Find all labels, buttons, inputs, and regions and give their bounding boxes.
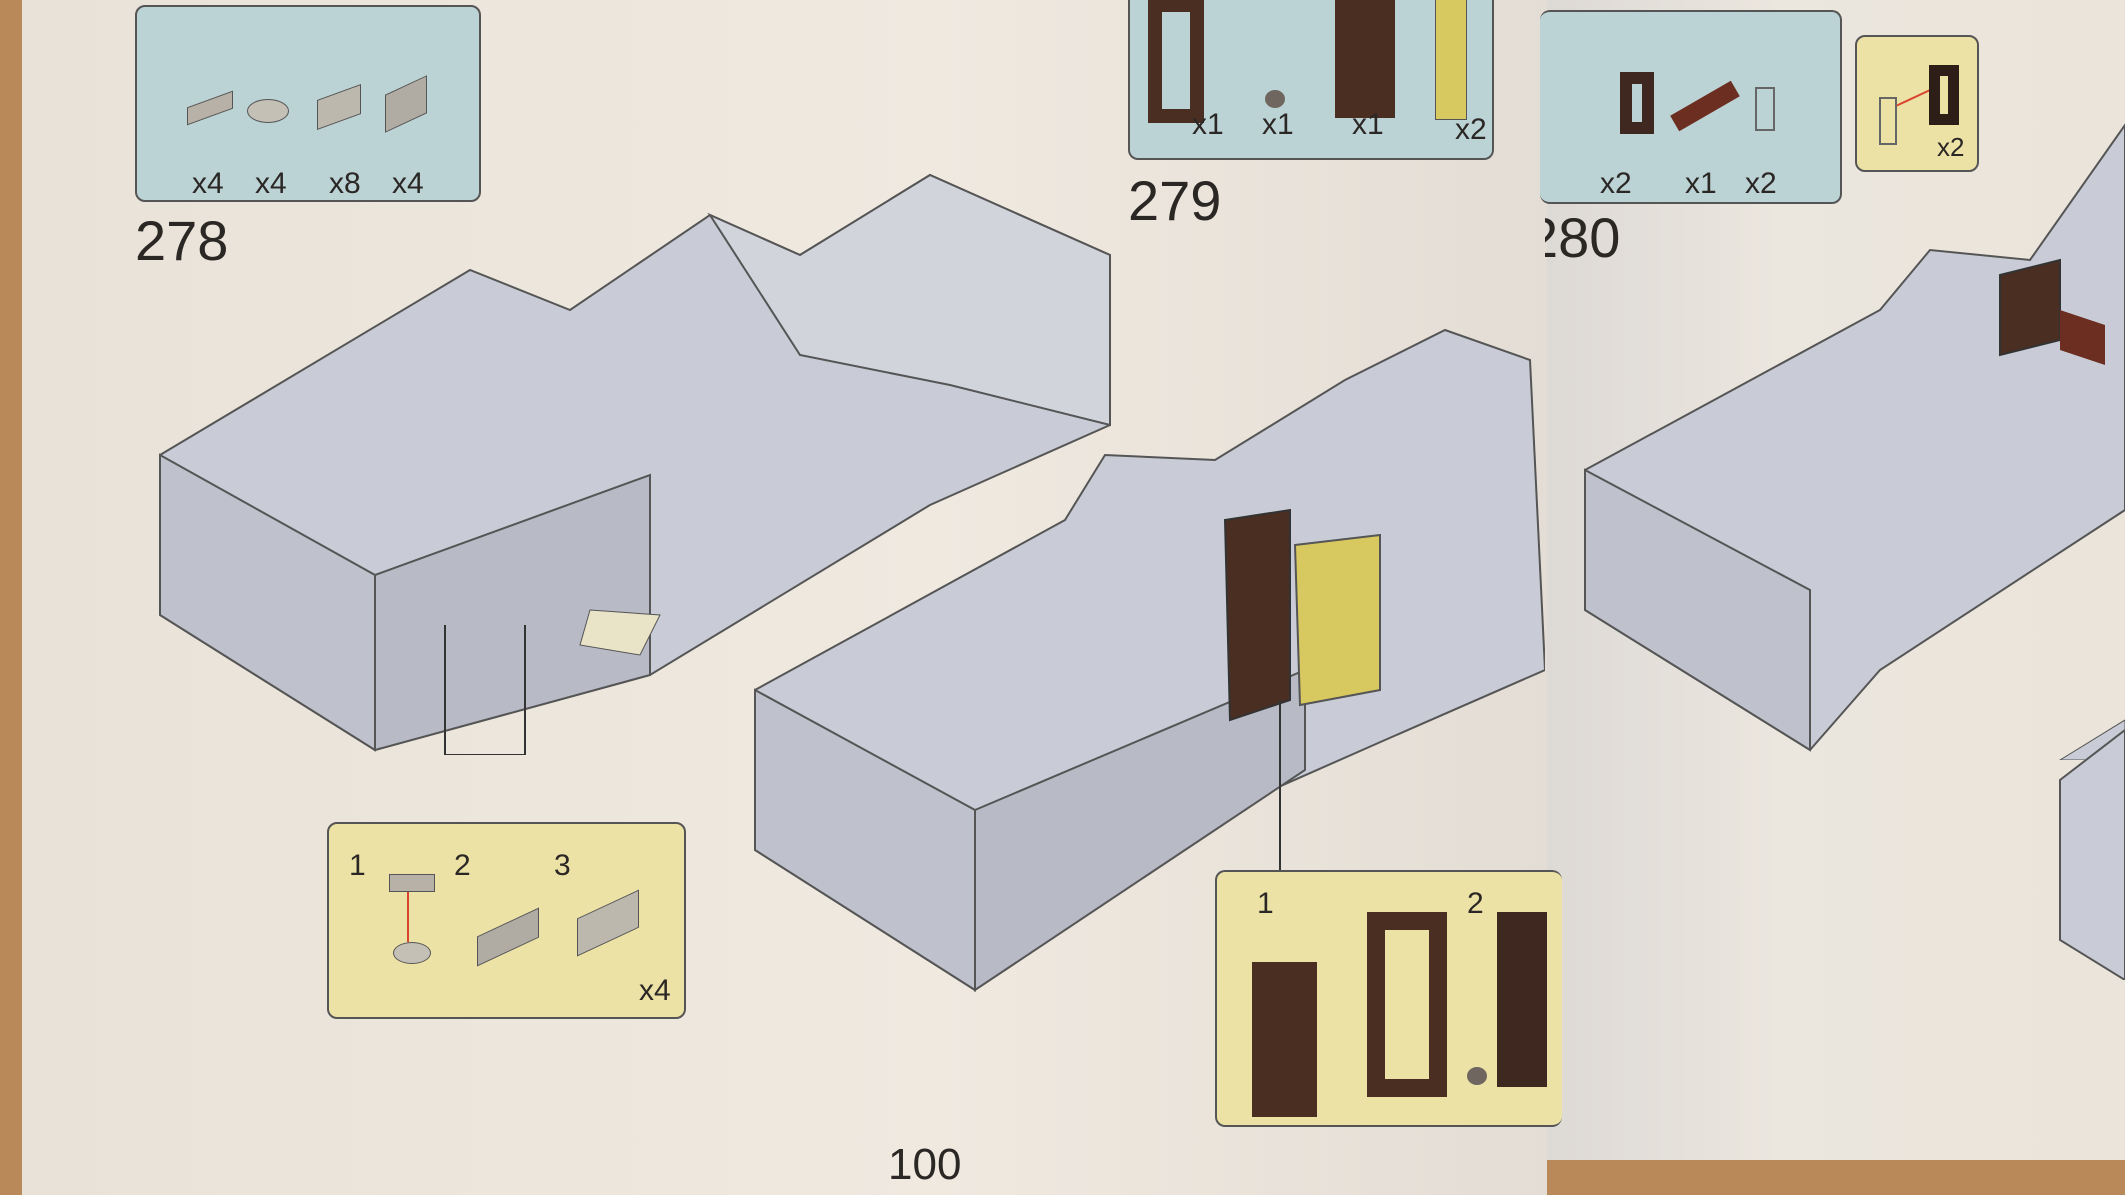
subassembly-multiplier: x2 [1937, 132, 1965, 162]
brick-1x1x3-part-icon [1435, 0, 1467, 120]
step-279-model [754, 328, 1545, 992]
part-qty: x1 [1685, 167, 1717, 200]
step-278-model [159, 173, 1111, 755]
step-279-parts-box: x1 x1 x1 x2 [1128, 0, 1494, 160]
door-frame-part-icon [1148, 0, 1204, 123]
substep-number: 3 [554, 849, 571, 882]
substep-number: 1 [349, 849, 366, 882]
bracket-part-icon [477, 907, 539, 967]
part-qty: x2 [1455, 113, 1487, 146]
step-number-280: 280 [1545, 206, 1621, 269]
step-280-parts-box: x2 x1 x2 [1540, 10, 1842, 204]
step-279-subassembly-box: 1 2 [1215, 870, 1562, 1127]
glass-part-icon [1879, 97, 1897, 145]
door-frame-part-icon [1367, 912, 1447, 1097]
step-number-279: 279 [1128, 169, 1222, 232]
part-qty: x1 [1262, 108, 1294, 141]
round-tile-part-icon [1265, 90, 1285, 108]
substep-number: 2 [1467, 887, 1484, 920]
arrow-icon [1896, 89, 1930, 107]
assembled-bracket-icon [577, 889, 639, 957]
substep-number: 1 [1257, 887, 1274, 920]
part-qty: x4 [255, 167, 287, 200]
part-qty: x4 [192, 167, 224, 200]
tile-part-icon [389, 874, 435, 892]
arrow-icon [407, 892, 409, 942]
part-qty: x1 [1352, 108, 1384, 141]
step-number-278: 278 [135, 209, 229, 272]
part-qty: x2 [1600, 167, 1632, 200]
round-tile-part-icon [1467, 1067, 1487, 1085]
round-plate-part-icon [393, 942, 431, 964]
step-281-model-partial [2059, 728, 2125, 980]
step-280-model [1584, 123, 2125, 760]
window-frame-part-icon [1620, 72, 1654, 134]
door-part-icon [1252, 962, 1317, 1117]
part-qty: x8 [329, 167, 361, 200]
step-278-subassembly-box: 1 2 3 x4 [327, 822, 686, 1019]
door-part-icon [1497, 912, 1547, 1087]
part-qty: x2 [1745, 167, 1777, 200]
step-280-subassembly-box: x2 [1855, 35, 1979, 172]
subassembly-multiplier: x4 [639, 974, 671, 1007]
page-number: 100 [888, 1140, 962, 1189]
glass-part-icon [1755, 87, 1775, 131]
substep-number: 2 [454, 849, 471, 882]
step-number-280-clip: 280 [1545, 205, 1665, 275]
window-frame-part-icon [1929, 65, 1959, 125]
door-part-icon [1335, 0, 1395, 118]
round-plate-part-icon [247, 99, 289, 123]
part-qty: x4 [392, 167, 424, 200]
step-278-parts-box: x4 x4 x8 x4 [135, 5, 481, 202]
part-qty: x1 [1192, 108, 1224, 141]
